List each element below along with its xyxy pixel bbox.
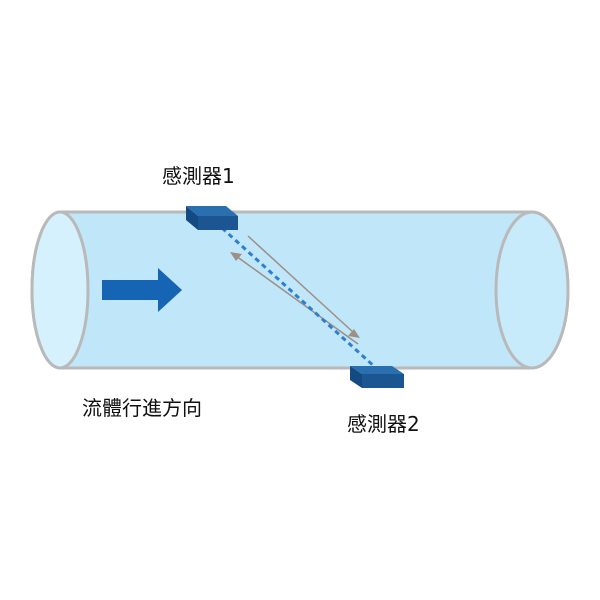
sensor-2 bbox=[350, 366, 404, 388]
signal-arrow-downstream bbox=[247, 235, 360, 338]
flow-direction-label: 流體行進方向 bbox=[82, 396, 202, 420]
pipe-left-end bbox=[30, 210, 90, 370]
signal-arrow-upstream bbox=[230, 252, 359, 345]
sensor-2-label: 感測器2 bbox=[347, 412, 420, 436]
ultrasonic-signal-path bbox=[220, 226, 378, 370]
sensor-1 bbox=[186, 206, 238, 230]
sensor-1-label: 感測器1 bbox=[162, 164, 235, 188]
pipe-right-end bbox=[494, 210, 570, 370]
right-arrow-icon bbox=[102, 268, 182, 312]
